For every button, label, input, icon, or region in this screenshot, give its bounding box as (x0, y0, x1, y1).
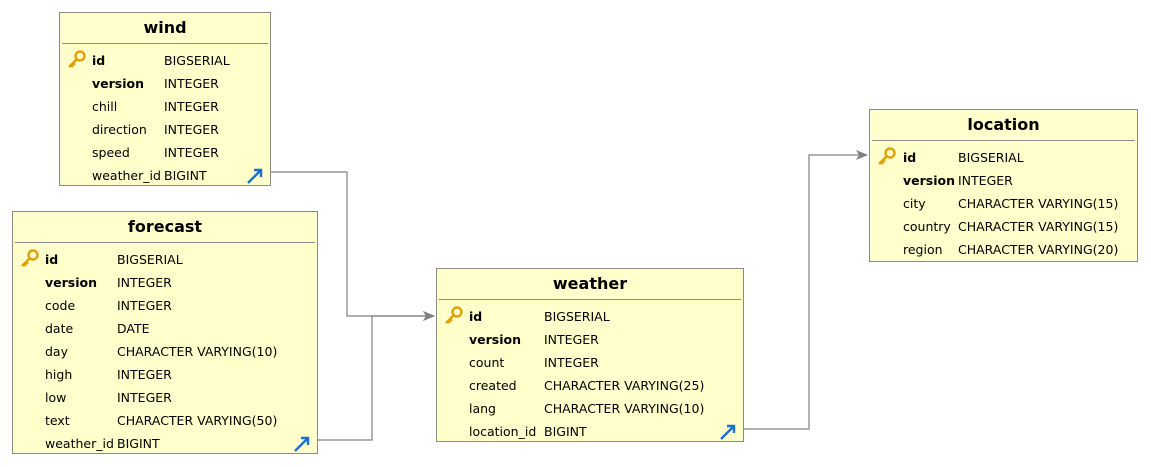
table-row[interactable]: country CHARACTER VARYING(15) (870, 215, 1137, 238)
table-title: location (872, 110, 1135, 141)
column-name: version (45, 275, 98, 290)
forecast-to-weather-connector (318, 311, 435, 441)
column-type: CHARACTER VARYING(10) (117, 344, 278, 359)
column-type: INTEGER (117, 298, 172, 313)
table-row[interactable]: id BIGSERIAL (60, 49, 270, 72)
column-name: lang (469, 401, 496, 416)
table-row[interactable]: version INTEGER (870, 169, 1137, 192)
column-name: location_id (469, 424, 537, 439)
column-type: DATE (117, 321, 150, 336)
column-type: INTEGER (164, 99, 219, 114)
weather-to-location-connector (744, 150, 868, 430)
table-row[interactable]: date DATE (13, 317, 317, 340)
table-row[interactable]: chill INTEGER (60, 95, 270, 118)
table-row[interactable]: low INTEGER (13, 386, 317, 409)
table-row[interactable]: id BIGSERIAL (870, 146, 1137, 169)
column-name: city (903, 196, 926, 211)
column-name: id (903, 150, 917, 165)
column-name: version (92, 76, 145, 91)
column-type: CHARACTER VARYING(15) (958, 219, 1119, 234)
table-title: wind (62, 13, 268, 44)
column-name: created (469, 378, 517, 393)
primary-key-icon (878, 147, 896, 165)
column-type: CHARACTER VARYING(50) (117, 413, 278, 428)
column-type: CHARACTER VARYING(15) (958, 196, 1119, 211)
table-row[interactable]: speed INTEGER (60, 141, 270, 164)
column-type: BIGINT (164, 168, 207, 183)
table-title: forecast (15, 212, 315, 243)
column-type: INTEGER (117, 390, 172, 405)
column-name: direction (92, 122, 147, 137)
foreign-key-arrow-icon (247, 168, 263, 184)
column-name: code (45, 298, 76, 313)
primary-key-icon (445, 306, 463, 324)
column-name: day (45, 344, 68, 359)
column-name: chill (92, 99, 118, 114)
table-row[interactable]: code INTEGER (13, 294, 317, 317)
column-type: BIGSERIAL (544, 309, 610, 324)
table-weather[interactable]: weather id BIGSERIAL version INTEGER cou… (436, 268, 744, 442)
column-type: CHARACTER VARYING(25) (544, 378, 705, 393)
foreign-key-arrow-icon (720, 424, 736, 440)
table-row[interactable]: version INTEGER (60, 72, 270, 95)
table-row[interactable]: weather_id BIGINT (13, 432, 317, 455)
column-type: INTEGER (164, 122, 219, 137)
column-type: BIGSERIAL (117, 252, 183, 267)
column-name: weather_id (45, 436, 114, 451)
column-name: text (45, 413, 70, 428)
column-type: BIGSERIAL (164, 53, 230, 68)
column-type: INTEGER (544, 355, 599, 370)
column-name: weather_id (92, 168, 161, 183)
table-forecast[interactable]: forecast id BIGSERIAL version INTEGER co… (12, 211, 318, 454)
table-row[interactable]: city CHARACTER VARYING(15) (870, 192, 1137, 215)
column-name: id (45, 252, 59, 267)
column-type: INTEGER (117, 275, 172, 290)
primary-key-icon (21, 249, 39, 267)
column-name: date (45, 321, 74, 336)
column-name: low (45, 390, 67, 405)
column-type: BIGSERIAL (958, 150, 1024, 165)
column-name: high (45, 367, 73, 382)
table-row[interactable]: location_id BIGINT (437, 420, 743, 443)
table-row[interactable]: version INTEGER (437, 328, 743, 351)
table-row[interactable]: id BIGSERIAL (437, 305, 743, 328)
table-row[interactable]: high INTEGER (13, 363, 317, 386)
column-type: INTEGER (544, 332, 599, 347)
table-row[interactable]: text CHARACTER VARYING(50) (13, 409, 317, 432)
column-type: INTEGER (164, 145, 219, 160)
table-row[interactable]: region CHARACTER VARYING(20) (870, 238, 1137, 261)
column-type: BIGINT (544, 424, 587, 439)
column-type: INTEGER (164, 76, 219, 91)
column-name: count (469, 355, 505, 370)
table-location[interactable]: location id BIGSERIAL version INTEGER ci… (869, 109, 1138, 262)
table-row[interactable]: weather_id BIGINT (60, 164, 270, 187)
column-type: CHARACTER VARYING(10) (544, 401, 705, 416)
column-name: region (903, 242, 943, 257)
table-wind[interactable]: wind id BIGSERIAL version INTEGER chill … (59, 12, 271, 186)
primary-key-icon (68, 50, 86, 68)
table-row[interactable]: version INTEGER (13, 271, 317, 294)
foreign-key-arrow-icon (294, 436, 310, 452)
table-row[interactable]: id BIGSERIAL (13, 248, 317, 271)
column-name: version (469, 332, 522, 347)
table-row[interactable]: day CHARACTER VARYING(10) (13, 340, 317, 363)
column-name: id (92, 53, 106, 68)
table-row[interactable]: direction INTEGER (60, 118, 270, 141)
table-title: weather (439, 269, 741, 300)
column-name: id (469, 309, 483, 324)
column-type: INTEGER (958, 173, 1013, 188)
column-type: CHARACTER VARYING(20) (958, 242, 1119, 257)
table-row[interactable]: count INTEGER (437, 351, 743, 374)
table-row[interactable]: created CHARACTER VARYING(25) (437, 374, 743, 397)
column-name: speed (92, 145, 130, 160)
column-name: version (903, 173, 956, 188)
column-name: country (903, 219, 951, 234)
table-row[interactable]: lang CHARACTER VARYING(10) (437, 397, 743, 420)
column-type: BIGINT (117, 436, 160, 451)
column-type: INTEGER (117, 367, 172, 382)
